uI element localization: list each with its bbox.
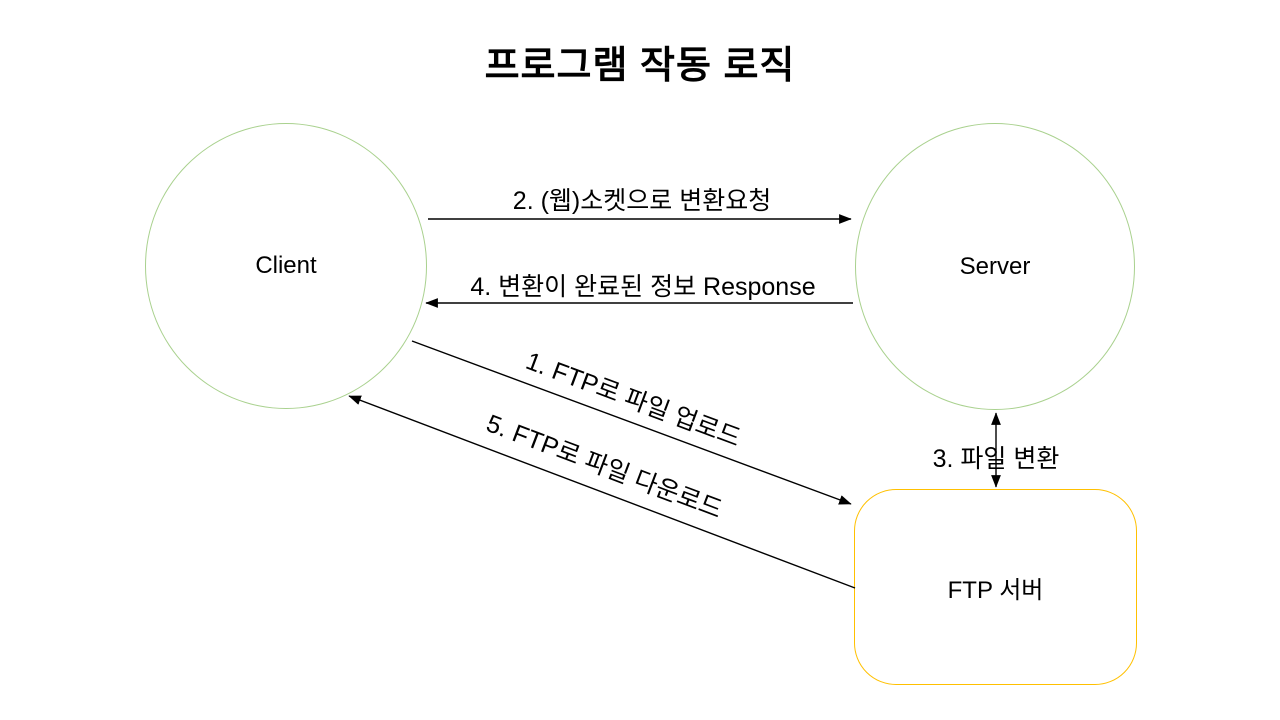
client-node-label: Client <box>255 252 317 279</box>
server-node-label: Server <box>959 252 1031 280</box>
response-label: 4. 변환이 완료된 정보 Response <box>470 273 816 301</box>
socket-request-label: 2. (웹)소켓으로 변환요청 <box>512 187 772 215</box>
ftp-server-node: FTP 서버 <box>854 489 1137 685</box>
ftp-server-node-label: FTP 서버 <box>947 576 1044 604</box>
diagram-title: 프로그램 작동 로직 <box>484 45 796 87</box>
ftp-upload-arrow <box>411 340 852 505</box>
server-node: Server <box>855 123 1135 410</box>
client-node: Client <box>145 123 427 409</box>
file-convert-label: 3. 파일 변환 <box>932 445 1060 473</box>
ftp-download-arrow <box>348 395 856 589</box>
